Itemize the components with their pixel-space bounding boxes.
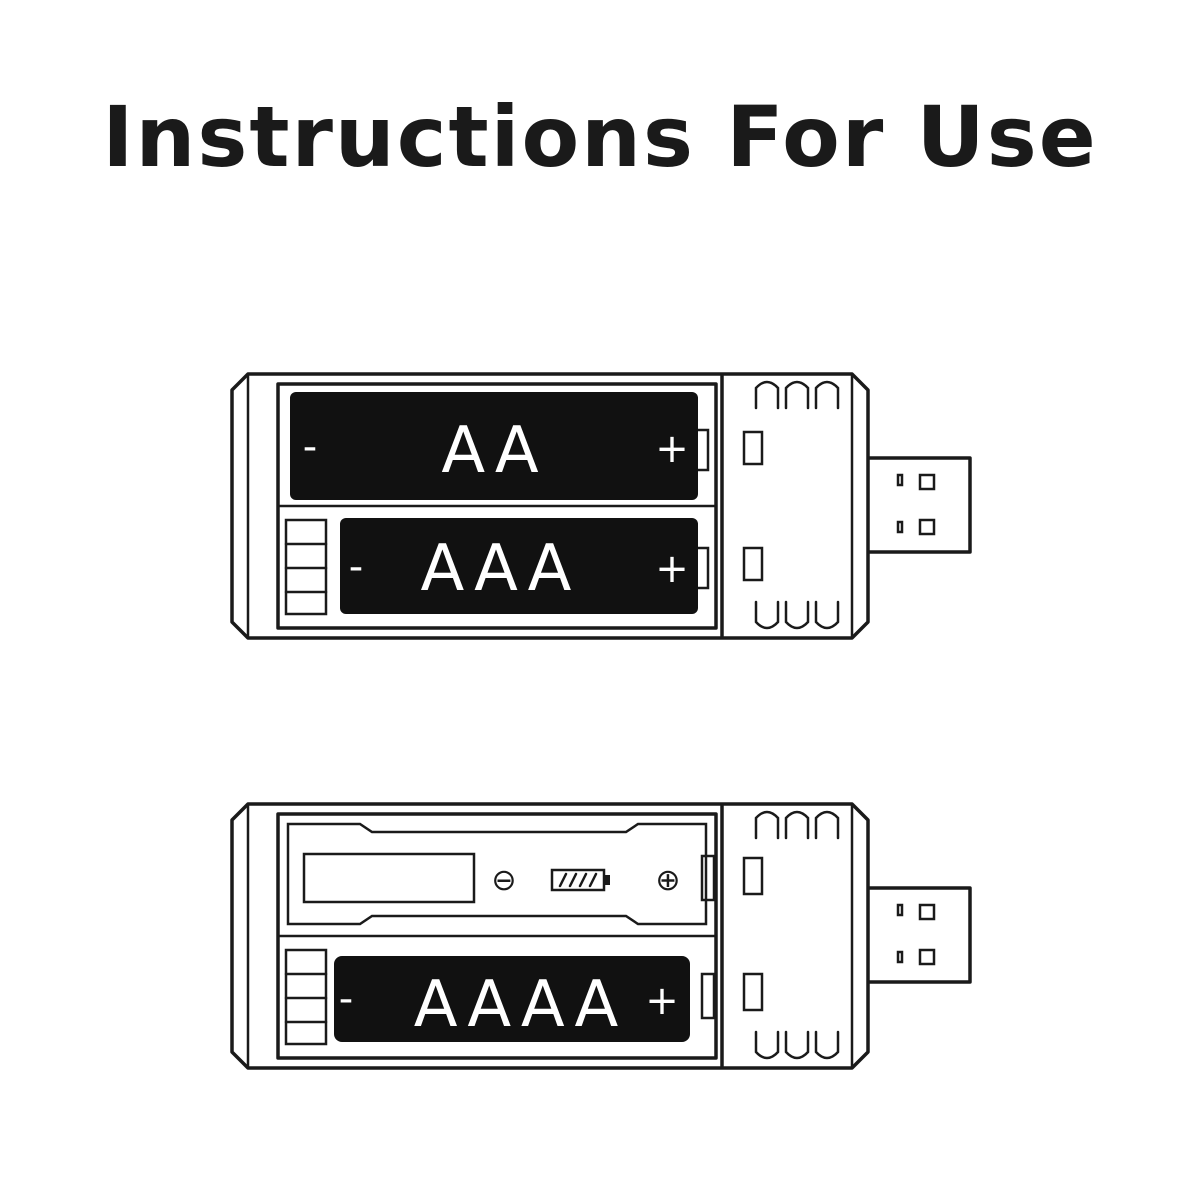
minus-terminal-icon: ⊖ <box>491 863 516 898</box>
svg-text:-: - <box>349 544 363 590</box>
battery-aaa: AAA - + <box>340 518 698 614</box>
svg-text:+: + <box>655 426 689 472</box>
grip-ridges <box>754 380 840 630</box>
svg-text:AAAA: AAAA <box>414 968 626 1042</box>
svg-text:AA: AA <box>441 414 546 488</box>
indicator-light-1 <box>742 856 764 896</box>
grip-ridges <box>754 810 840 1060</box>
svg-text:-: - <box>303 424 317 470</box>
usb-plug <box>864 886 972 984</box>
battery-aa: AA - + <box>290 392 698 500</box>
svg-text:+: + <box>645 978 679 1024</box>
empty-battery-slot: ⊖ ⊕ <box>286 822 708 926</box>
indicator-light-1 <box>742 430 764 466</box>
battery-aaaa: AAAA - + <box>334 956 690 1042</box>
battery-level-icon <box>550 868 610 892</box>
usb-charger-2: ⊖ ⊕ AAAA - + <box>230 802 972 1070</box>
indicator-light-2 <box>742 546 764 582</box>
indicator-light-2 <box>742 972 764 1012</box>
usb-charger-1: AA - + AAA - + <box>230 372 972 640</box>
svg-text:-: - <box>339 976 353 1022</box>
svg-text:AAA: AAA <box>421 532 580 606</box>
svg-text:+: + <box>655 546 689 592</box>
plus-terminal-icon: ⊕ <box>655 863 680 898</box>
page-title: Instructions For Use <box>102 88 1098 186</box>
usb-plug <box>864 456 972 554</box>
